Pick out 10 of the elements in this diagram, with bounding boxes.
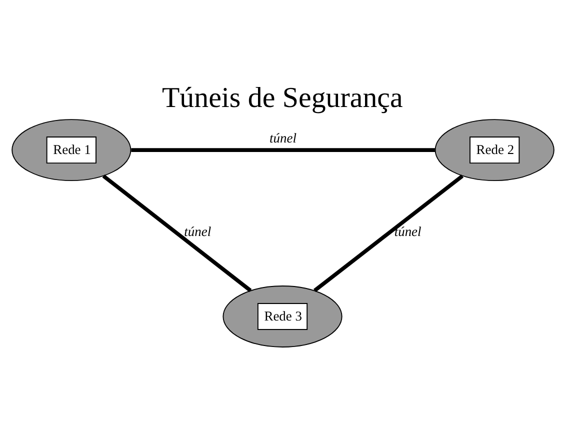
connector (102, 174, 252, 292)
connector (314, 174, 464, 292)
diagram-title: Túneis de Segurança (162, 81, 403, 114)
connector (131, 148, 436, 152)
node-ellipse: Rede 3 (222, 284, 342, 347)
node-ellipse: Rede 1 (12, 118, 132, 181)
node-ellipse: Rede 2 (434, 118, 554, 181)
edge-label: túnel (184, 223, 212, 238)
edge-label: túnel (270, 130, 296, 146)
edge-label: túnel (394, 223, 422, 238)
